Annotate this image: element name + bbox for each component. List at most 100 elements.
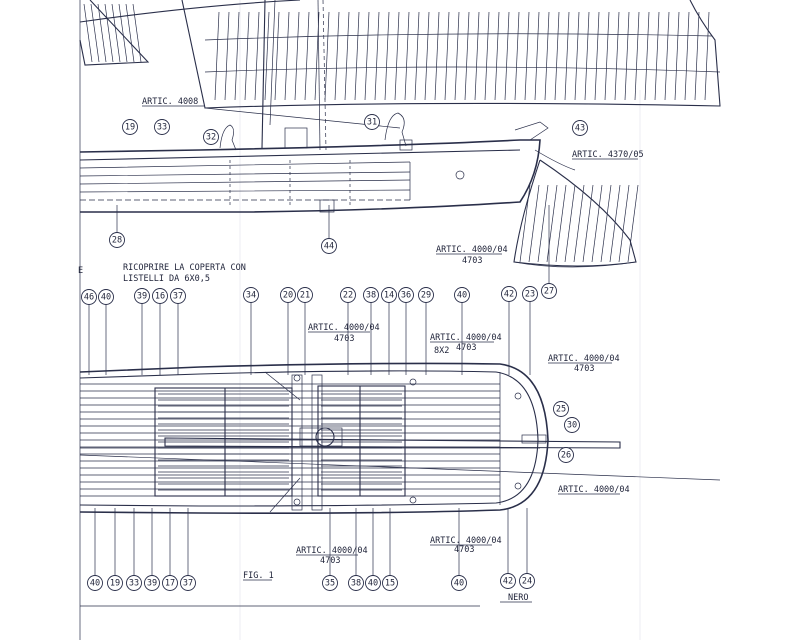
top-callout-19: 19 [122, 119, 138, 135]
plan-callout-29: 29 [418, 287, 434, 303]
callout-number: 40 [90, 579, 100, 589]
jib-seams [83, 3, 142, 63]
callout-number: 17 [165, 579, 175, 589]
bottom-callout-40: 40 [451, 575, 467, 591]
callout-number: 40 [101, 293, 111, 303]
callout-number: 20 [283, 291, 293, 301]
bottom-callout-40: 40 [365, 575, 381, 591]
label-code-c: 4703 [574, 364, 594, 374]
plan-callout-38: 38 [363, 287, 379, 303]
callout-group: 19 33 32 31 43 28 44 27 46 40 39 16 37 34 20 21 22 38 14 36… [81, 114, 588, 591]
plan-callout-40: 40 [98, 289, 114, 305]
callout-number: 42 [504, 290, 514, 300]
callout-number: 40 [457, 291, 467, 301]
bottom-callout-33: 33 [126, 575, 142, 591]
top-callout-28: 28 [109, 232, 125, 248]
note-line-1: RICOPRIRE LA COPERTA CON [123, 263, 246, 273]
bowsprit-line [79, 454, 721, 481]
callout-number: 42 [503, 577, 513, 587]
plan-callout-22: 22 [340, 287, 356, 303]
callout-number: 33 [157, 123, 167, 133]
plan-callout-39: 39 [134, 288, 150, 304]
label-artic-b: ARTIC. 4000/04 [430, 333, 502, 343]
callout-number: 14 [384, 291, 394, 301]
label-artic-a: ARTIC. 4000/04 [308, 323, 380, 333]
callout-number: 37 [173, 292, 183, 302]
label-artic-f: ARTIC. 4000/04 [296, 546, 368, 556]
mast-rigging-line [261, 0, 266, 149]
callout-number: 16 [155, 292, 165, 302]
mast-step [315, 427, 335, 447]
callout-number: 46 [84, 293, 94, 303]
callout-number: 44 [324, 242, 334, 252]
top-callout-31: 31 [364, 114, 380, 130]
callout-number: 27 [544, 287, 554, 297]
boom-spar [164, 437, 621, 449]
top-callout-32: 32 [203, 129, 219, 145]
plan-callout-42: 42 [501, 286, 517, 302]
plan-callout-16: 16 [152, 288, 168, 304]
callout-number: 19 [125, 123, 135, 133]
label-code-4703-top: 4703 [462, 256, 482, 266]
callout-number: 21 [300, 291, 310, 301]
plan-callout-46: 46 [81, 289, 97, 305]
plan-callout-36: 36 [398, 287, 414, 303]
grating-fore [317, 385, 406, 497]
top-callout-27: 27 [541, 283, 557, 299]
label-code-f: 4703 [320, 556, 340, 566]
callout-number: 32 [206, 133, 216, 143]
plan-callout-34: 34 [243, 287, 259, 303]
callout-number: 39 [147, 579, 157, 589]
plan-callout-30: 30 [564, 417, 580, 433]
callout-number: 38 [351, 579, 361, 589]
plan-callout-20: 20 [280, 287, 296, 303]
label-artic-c: ARTIC. 4000/04 [548, 354, 620, 364]
callout-number: 26 [561, 451, 571, 461]
bottom-callout-42: 42 [500, 573, 516, 589]
sail-seams [214, 11, 710, 101]
hull-side-view [79, 112, 576, 213]
sail-upper [79, 0, 721, 109]
bottom-callout-37: 37 [180, 575, 196, 591]
bottom-callout-15: 15 [382, 575, 398, 591]
callout-number: 37 [183, 579, 193, 589]
label-artic-4008: ARTIC. 4008 [142, 97, 198, 107]
callout-number: 29 [421, 291, 431, 301]
note-line-2: LISTELLI DA 6X0,5 [123, 274, 210, 284]
label-code-a: 4703 [334, 334, 354, 344]
callout-number: 34 [246, 291, 256, 301]
callout-number: 24 [522, 577, 532, 587]
bottom-callout-17: 17 [162, 575, 178, 591]
bottom-callout-19: 19 [107, 575, 123, 591]
callout-leader-lines [88, 205, 550, 576]
callout-number: 36 [401, 291, 411, 301]
label-8x2: 8X2 [434, 346, 449, 356]
label-artic-4370: ARTIC. 4370/05 [572, 150, 644, 160]
callout-number: 31 [367, 118, 377, 128]
plan-callout-37: 37 [170, 288, 186, 304]
plan-callout-40: 40 [454, 287, 470, 303]
plan-callout-23: 23 [522, 286, 538, 302]
callout-number: 15 [385, 579, 395, 589]
top-callout-33: 33 [154, 119, 170, 135]
label-artic-e: ARTIC. 4000/04 [430, 536, 502, 546]
deck-plan-view [79, 362, 721, 514]
callout-number: 19 [110, 579, 120, 589]
label-nero: NERO [508, 593, 528, 603]
callout-number: 40 [454, 579, 464, 589]
callout-number: 43 [575, 124, 585, 134]
plan-callout-21: 21 [297, 287, 313, 303]
bottom-callout-39: 39 [144, 575, 160, 591]
bottom-callout-35: 35 [322, 575, 338, 591]
label-code-e: 4703 [454, 545, 474, 555]
callout-number: 25 [556, 405, 566, 415]
label-fig-1: FIG. 1 [243, 571, 274, 581]
annotation-labels: ARTIC. 4008 ARTIC. 4370/05 ARTIC. 4000/0… [78, 97, 644, 603]
label-artic-d: ARTIC. 4000/04 [558, 485, 630, 495]
label-code-b: 4703 [456, 343, 476, 353]
label-edge-e: E [78, 266, 83, 276]
callout-number: 39 [137, 292, 147, 302]
top-callout-44: 44 [321, 238, 337, 254]
